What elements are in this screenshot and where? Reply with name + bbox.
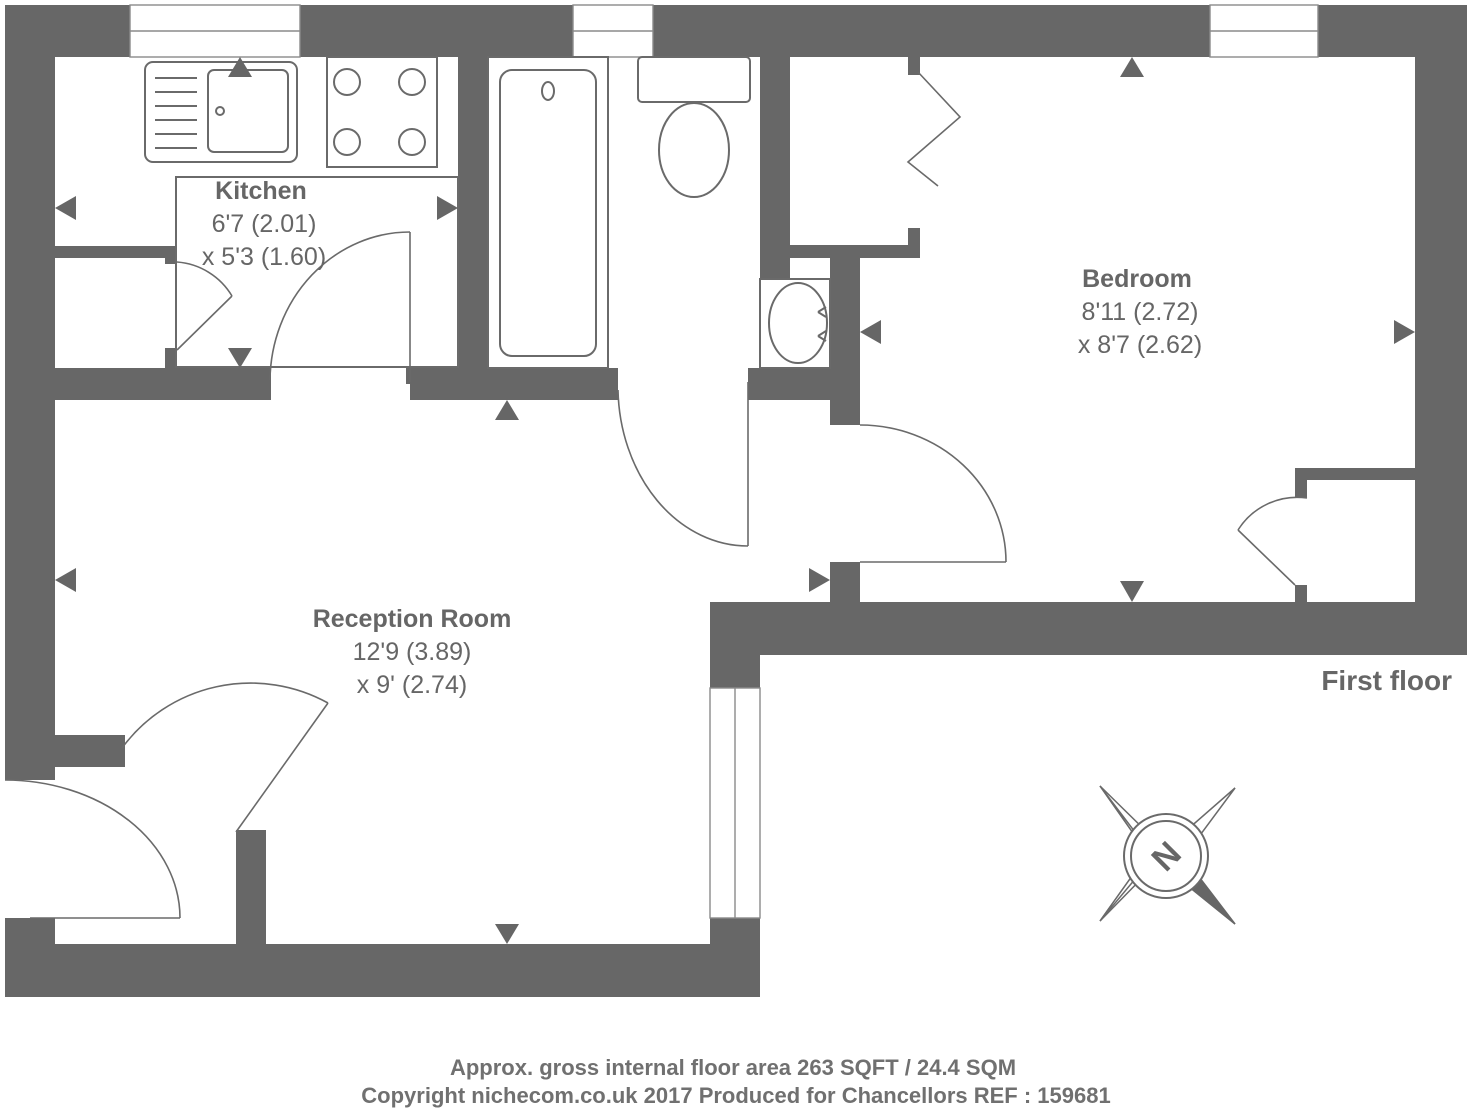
bedroom-dimension-2: x 8'7 (2.62)	[1078, 331, 1202, 359]
outer-wall-bottom	[5, 944, 760, 997]
reception-door-swing	[121, 682, 329, 749]
hob-ring-icon	[333, 68, 361, 96]
wall-kitchen-reception-right	[410, 368, 618, 400]
compass-icon: N	[1099, 785, 1236, 925]
kitchen-door-swing	[269, 231, 411, 381]
bathtub	[499, 69, 597, 357]
arrow-left-icon	[860, 320, 881, 344]
wall-entrance-return	[55, 735, 125, 767]
doors	[4, 71, 1308, 919]
arrow-down-icon	[495, 924, 519, 944]
drainer-icon	[155, 77, 197, 149]
reception-label: Reception Room	[313, 605, 512, 633]
arrow-down-icon	[1120, 581, 1144, 602]
bedroom-label: Bedroom	[1082, 265, 1192, 293]
sink-unit	[144, 61, 298, 163]
toilet-cistern	[637, 56, 751, 103]
wall-kitchen-bath	[458, 57, 488, 400]
bathroom-door-swing	[617, 389, 749, 547]
kitchen-worktop	[175, 176, 459, 368]
wall-cupboard-side-lower	[1295, 585, 1307, 602]
kitchen-label: Kitchen	[215, 177, 307, 205]
arrow-up-icon	[495, 400, 519, 420]
arrow-right-icon	[437, 196, 458, 220]
arrow-down-icon	[228, 348, 252, 368]
wall-kitchen-cupboard	[55, 246, 175, 258]
wall-bedroom-column-lower	[830, 562, 860, 605]
wall-bedroom-ledge-post	[908, 228, 920, 258]
toilet-bowl	[658, 102, 730, 198]
wall-bath-bedroom	[760, 57, 790, 279]
kitchen-dimension-1: 6'7 (2.01)	[212, 210, 317, 238]
wardrobe-bifold-door	[906, 71, 962, 187]
wall-bath-bottom-right	[748, 368, 830, 400]
hob	[326, 56, 438, 168]
wall-kitchen-cupboard-post-lower	[165, 348, 177, 368]
copyright-text: Copyright nichecom.co.uk 2017 Produced f…	[361, 1083, 1110, 1108]
wall-kitchen-cupboard-post	[165, 246, 177, 264]
arrow-left-icon	[55, 196, 76, 220]
bath-surround	[487, 56, 609, 369]
arrow-up-icon	[228, 57, 252, 77]
basin	[768, 282, 828, 364]
hob-ring-icon	[333, 128, 361, 156]
outer-wall-bottom-left	[5, 918, 55, 997]
lower-wall-step	[710, 602, 1467, 655]
wall-kitchen-reception-left	[55, 368, 271, 400]
bedroom-dimension-1: 8'11 (2.72)	[1082, 298, 1199, 326]
wall-cupboard-top	[1295, 468, 1415, 480]
reception-dimension-2: x 9' (2.74)	[357, 671, 467, 699]
outer-wall-right	[1415, 5, 1467, 655]
floor-area-text: Approx. gross internal floor area 263 SQ…	[450, 1055, 1016, 1080]
reception-dimension-1: 12'9 (3.89)	[353, 638, 472, 666]
arrow-right-icon	[809, 568, 830, 592]
hob-ring-icon	[398, 68, 426, 96]
floor-label: First floor	[1321, 665, 1452, 696]
outer-wall-left	[5, 5, 55, 780]
wall-cupboard-side	[1295, 468, 1307, 498]
windows	[129, 4, 1319, 919]
kitchen-dimension-2: x 5'3 (1.60)	[202, 243, 326, 271]
wall-bedroom-ledge	[790, 245, 920, 258]
wall-bedroom-column	[830, 258, 860, 425]
arrow-right-icon	[1394, 320, 1415, 344]
basin-surround	[759, 278, 831, 369]
arrow-up-icon	[1120, 57, 1144, 77]
wall-entrance-partition	[236, 830, 266, 944]
wall-bedroom-top-post	[908, 57, 920, 75]
arrow-left-icon	[55, 568, 76, 592]
sink-bowl	[207, 69, 289, 153]
hob-ring-icon	[398, 128, 426, 156]
bathroom-fixtures	[487, 56, 831, 369]
kitchen-fixtures	[144, 56, 459, 368]
entrance-door-swing	[4, 779, 181, 919]
dimension-arrows	[55, 57, 1415, 944]
bedroom-door-swing	[859, 424, 1007, 563]
